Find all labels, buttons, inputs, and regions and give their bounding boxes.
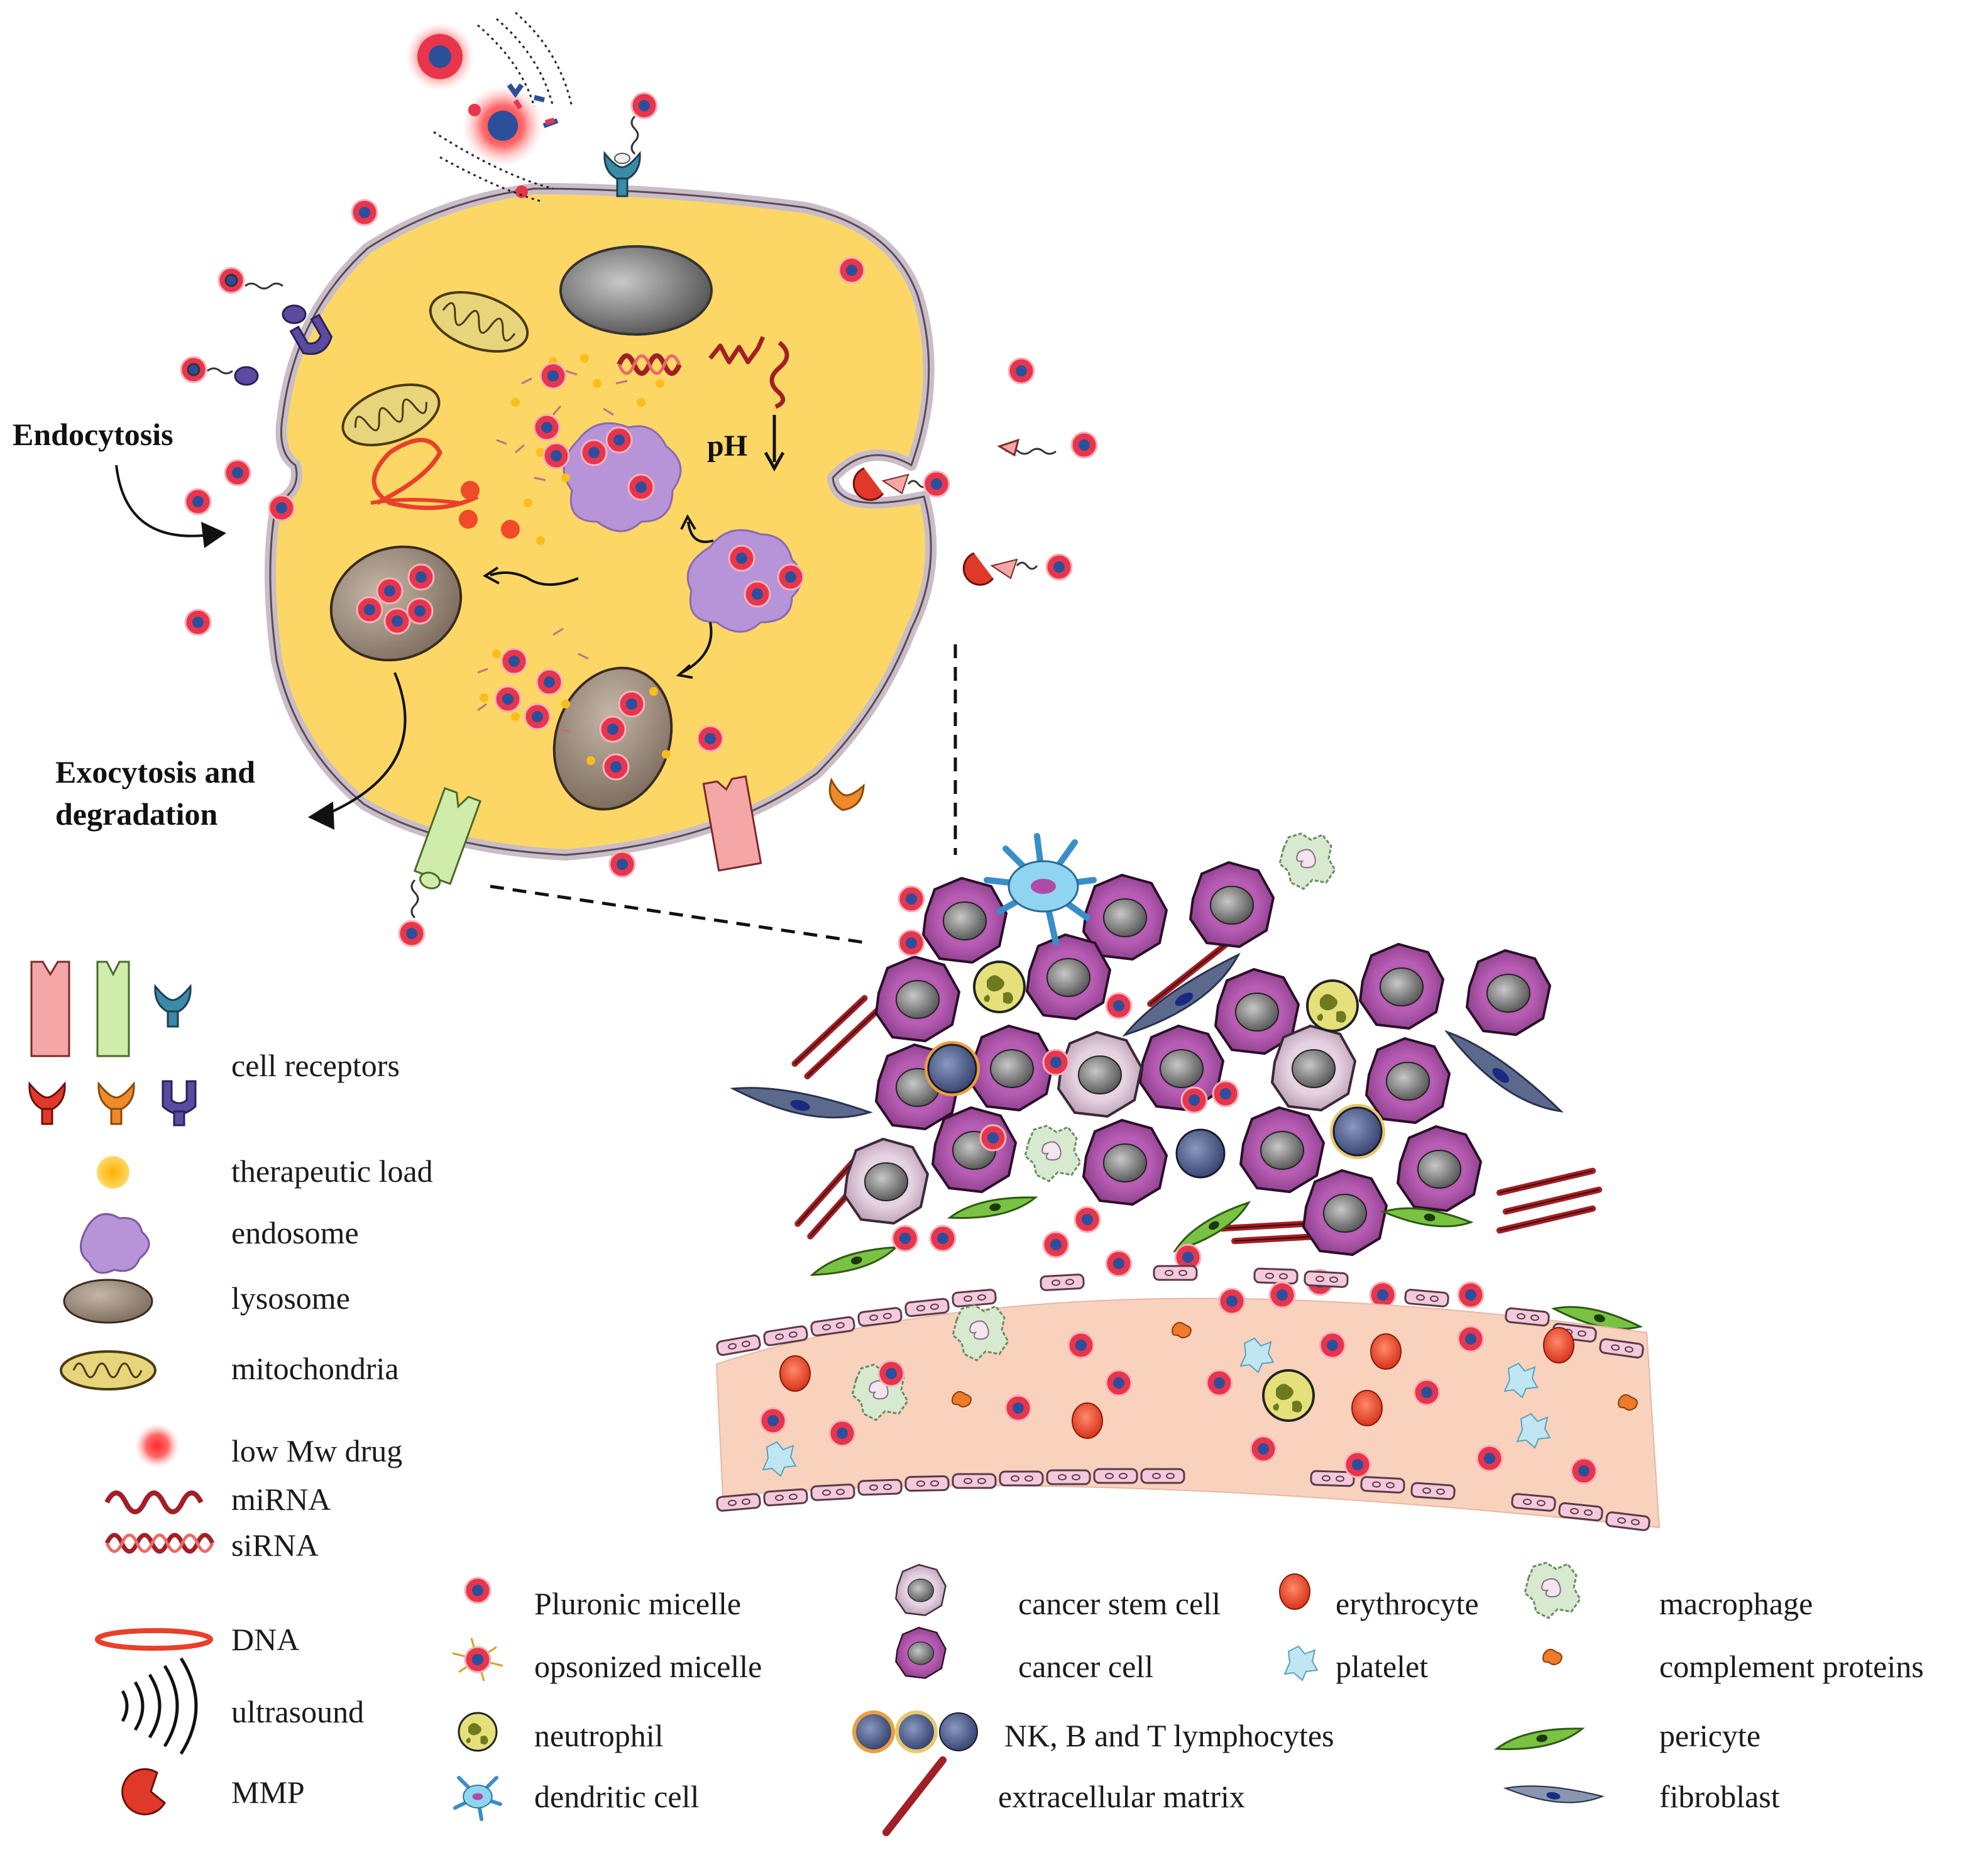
therapeutic-load-icon bbox=[97, 1156, 129, 1189]
receptor-green bbox=[413, 787, 482, 889]
legend-cancer-cell: cancer cell bbox=[1018, 1649, 1153, 1684]
legend-dna: DNA bbox=[231, 1622, 299, 1657]
mitochondrion bbox=[341, 383, 441, 447]
fibroblast-icon bbox=[1503, 1785, 1605, 1803]
legend-sirna: siRNA bbox=[231, 1528, 319, 1563]
legend-bottom: Pluronic micelle opsonized micelle neutr… bbox=[452, 1561, 1924, 1836]
legend-cell-receptors: cell receptors bbox=[231, 1048, 400, 1083]
receptor-pink bbox=[702, 775, 762, 872]
legend-erythrocyte: erythrocyte bbox=[1336, 1586, 1479, 1621]
legend-mmp: MMP bbox=[231, 1775, 305, 1810]
mitochondria-icon bbox=[60, 1350, 157, 1390]
legend-platelet: platelet bbox=[1336, 1649, 1428, 1684]
extracellular-matrix-icon bbox=[882, 1756, 947, 1836]
lymphocytes-icon bbox=[852, 1710, 978, 1753]
endosome bbox=[686, 529, 803, 633]
legend-pericyte: pericyte bbox=[1659, 1718, 1760, 1753]
pericyte-cell bbox=[947, 1192, 1038, 1224]
lymphocyte-cells bbox=[925, 1041, 1385, 1179]
neutrophil-icon bbox=[458, 1712, 498, 1752]
legend-macrophage: macrophage bbox=[1659, 1586, 1813, 1621]
legend-receptor-icons bbox=[28, 961, 197, 1126]
lysosome-icon bbox=[63, 1279, 153, 1324]
legend-therapeutic-load: therapeutic load bbox=[231, 1153, 433, 1189]
cell-nucleus bbox=[559, 245, 713, 336]
mirna-strand bbox=[708, 336, 789, 409]
pluronic-micelle-icon bbox=[464, 1577, 492, 1604]
legend-extracellular-matrix: extracellular matrix bbox=[998, 1779, 1245, 1814]
mmp-receptor bbox=[852, 467, 950, 501]
pericyte-cell bbox=[808, 1242, 900, 1281]
neutrophil-cell bbox=[1306, 979, 1359, 1032]
low-mw-drug-release bbox=[459, 481, 520, 539]
sirna-icon bbox=[104, 1533, 215, 1554]
legend-endosome: endosome bbox=[231, 1215, 359, 1250]
legend-lymphocytes: NK, B and T lymphocytes bbox=[1004, 1718, 1334, 1753]
endocytosis-label: Endocytosis bbox=[13, 417, 173, 452]
legend-mitochondria: mitochondria bbox=[231, 1351, 399, 1386]
platelet-icon bbox=[1284, 1646, 1318, 1681]
cancer-cell-icon bbox=[895, 1626, 947, 1679]
dna-plasmid bbox=[370, 438, 479, 510]
legend-fibroblast: fibroblast bbox=[1659, 1779, 1780, 1814]
receptor-orange bbox=[828, 777, 865, 812]
fibroblast-cell bbox=[730, 1074, 872, 1133]
zoom-connector bbox=[490, 644, 957, 945]
dna-icon bbox=[95, 1628, 213, 1651]
opsonized-micelle-icon bbox=[452, 1638, 503, 1682]
trafficking-arrows bbox=[483, 514, 714, 679]
macrophage-icon bbox=[1524, 1561, 1581, 1619]
mitochondrion bbox=[429, 291, 529, 353]
exocytosis-label-line2: degradation bbox=[55, 796, 218, 832]
legend-complement-proteins: complement proteins bbox=[1659, 1649, 1924, 1684]
legend-low-mw-drug: low Mw drug bbox=[231, 1433, 402, 1468]
exocytosis-arrow bbox=[326, 672, 407, 815]
target-cell: pH bbox=[13, 11, 1098, 947]
ultrasound-icon bbox=[121, 1657, 198, 1755]
mmp-icon bbox=[121, 1768, 166, 1815]
endosome-icon bbox=[80, 1213, 150, 1274]
receptor-teal bbox=[603, 151, 641, 197]
legend-left: cell receptors therapeutic load endosome… bbox=[28, 961, 433, 1815]
legend-neutrophil: neutrophil bbox=[534, 1718, 664, 1753]
neutrophil-cell bbox=[973, 961, 1026, 1013]
pericyte-icon bbox=[1493, 1723, 1585, 1755]
tumor-tissue bbox=[715, 832, 1661, 1532]
mmp-receptor bbox=[962, 552, 1073, 586]
endocytosis-arrow bbox=[115, 465, 214, 537]
low-mw-drug-icon bbox=[135, 1423, 180, 1468]
ultrasound-burst bbox=[405, 11, 573, 202]
tethered-ligands bbox=[180, 115, 1057, 919]
legend-ultrasound: ultrasound bbox=[231, 1694, 364, 1729]
exocytosis-label-line1: Exocytosis and bbox=[55, 754, 255, 790]
legend-cancer-stem-cell: cancer stem cell bbox=[1018, 1586, 1221, 1621]
legend-opsonized-micelle: opsonized micelle bbox=[534, 1649, 762, 1684]
mirna-icon bbox=[104, 1490, 204, 1514]
dendritic-cell bbox=[984, 833, 1097, 946]
legend-mirna: miRNA bbox=[231, 1482, 331, 1517]
complement-proteins-icon bbox=[1542, 1648, 1562, 1665]
legend-lysosome: lysosome bbox=[231, 1280, 350, 1316]
receptor-purple bbox=[289, 313, 333, 355]
dendritic-cell-icon bbox=[453, 1775, 503, 1822]
macrophage-cell bbox=[1278, 832, 1336, 890]
fibroblast-cell bbox=[1441, 1020, 1563, 1128]
legend-pluronic-micelle: Pluronic micelle bbox=[534, 1586, 741, 1621]
ph-label: pH bbox=[707, 429, 747, 463]
erythrocyte-icon bbox=[1279, 1573, 1310, 1610]
legend-dendritic-cell: dendritic cell bbox=[534, 1779, 699, 1814]
cancer-stem-cell-icon bbox=[895, 1563, 947, 1616]
macrophage-cell bbox=[1024, 1125, 1082, 1182]
